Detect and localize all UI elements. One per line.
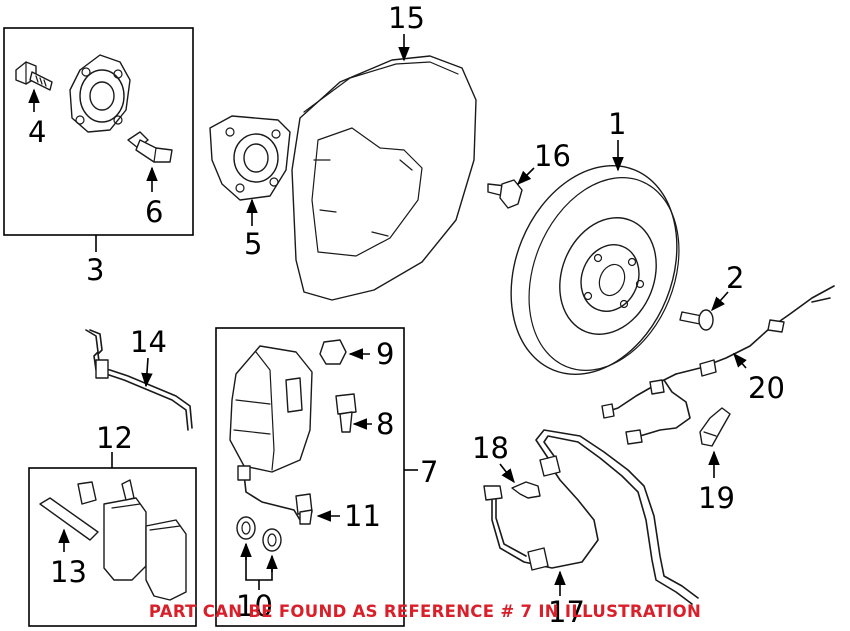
callout-10: 10 — [236, 589, 273, 623]
callout-20: 20 — [748, 371, 785, 405]
leader-16 — [516, 167, 535, 186]
callout-7: 7 — [420, 455, 438, 489]
banjo-part-11 — [237, 465, 313, 525]
callout-14: 14 — [130, 325, 167, 359]
brake-pads-part-12 — [77, 479, 187, 601]
shim-part-13 — [39, 497, 99, 541]
wear-sensor-part-20 — [601, 285, 835, 445]
callout-12: 12 — [96, 421, 133, 455]
guide-pin-part-8 — [335, 393, 357, 433]
leader-14 — [141, 357, 153, 388]
caliper-part — [229, 345, 313, 473]
callout-18: 18 — [472, 431, 509, 465]
callout-19: 19 — [698, 481, 735, 515]
bleeder-part-9 — [319, 339, 347, 365]
callout-2: 2 — [726, 261, 744, 295]
callout-8: 8 — [376, 407, 394, 441]
wear-sensor-part-14 — [85, 329, 193, 431]
callout-4: 4 — [28, 115, 46, 149]
callout-3: 3 — [86, 253, 104, 287]
clip-part-18 — [511, 481, 541, 499]
hub-flange-part — [69, 54, 131, 133]
sensor-part-19 — [699, 407, 731, 447]
leader-18 — [499, 463, 515, 484]
leader-20 — [733, 352, 747, 369]
bolt-part-6 — [127, 131, 173, 163]
reference-note: PART CAN BE FOUND AS REFERENCE # 7 IN IL… — [148, 602, 702, 621]
brake-hose-part-17 — [483, 429, 699, 605]
group-box-7 — [215, 327, 405, 627]
callout-5: 5 — [244, 227, 262, 261]
bolt-part-16 — [487, 179, 523, 209]
callout-17: 17 — [548, 595, 585, 629]
leader-2 — [711, 291, 729, 312]
bolt-part-4 — [15, 61, 53, 91]
callout-13: 13 — [50, 555, 87, 589]
group-box-3 — [3, 27, 194, 236]
dust-shield-part-15 — [291, 55, 477, 301]
callout-6: 6 — [145, 195, 163, 229]
callout-16: 16 — [534, 139, 571, 173]
callout-15: 15 — [388, 1, 425, 35]
callout-1: 1 — [608, 107, 626, 141]
screw-part-2 — [679, 309, 714, 331]
washers-part-10 — [236, 516, 282, 552]
callout-11: 11 — [344, 499, 381, 533]
brake-rotor-part-1 — [510, 164, 680, 376]
knuckle-part-5 — [209, 115, 291, 201]
callout-9: 9 — [376, 337, 394, 371]
